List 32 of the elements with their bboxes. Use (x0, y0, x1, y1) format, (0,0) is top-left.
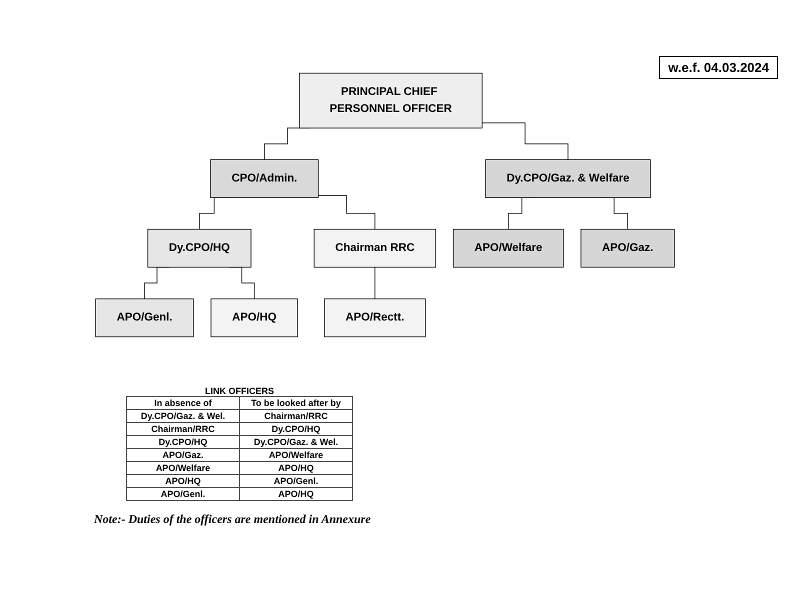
connector (482, 122, 568, 160)
column-header: To be looked after by (240, 396, 352, 410)
table-cell: APO/HQ (240, 462, 352, 474)
table-cell: APO/HQ (240, 488, 352, 500)
connector (318, 195, 376, 230)
node-box: Chairman RRC (314, 228, 436, 268)
node-box: Dy.CPO/Gaz. & Welfare (485, 159, 651, 198)
date-label: w.e.f. 04.03.2024 (659, 56, 778, 79)
table-cell: Dy.CPO/Gaz. & Wel. (126, 410, 240, 422)
node-box: PRINCIPAL CHIEF PERSONNEL OFFICER (299, 72, 482, 128)
table-cell: Dy.CPO/HQ (240, 422, 352, 436)
node-box: Dy.CPO/HQ (147, 228, 252, 268)
table-cell: APO/HQ (126, 474, 240, 488)
table-title: LINK OFFICERS (204, 386, 275, 396)
node-box: APO/Welfare (452, 228, 564, 268)
table-cell: APO/Welfare (240, 448, 352, 462)
table-cell: Dy.CPO/HQ (126, 436, 240, 448)
node-box: APO/Gaz. (580, 228, 675, 268)
node-box: APO/Genl. (95, 298, 194, 338)
table-cell: Dy.CPO/Gaz. & Wel. (240, 436, 352, 448)
table-cell: APO/Genl. (126, 488, 240, 500)
node-box: APO/Rectt. (324, 298, 426, 338)
table-cell: Chairman/RRC (240, 410, 352, 422)
connector (374, 266, 376, 300)
table-cell: APO/Gaz. (126, 448, 240, 462)
column-header: In absence of (126, 396, 240, 410)
note-text: Note:- Duties of the officers are mentioned in Annexure (94, 512, 371, 527)
node-box: CPO/Admin. (210, 159, 319, 198)
table-cell: APO/Welfare (126, 462, 240, 474)
table-cell: Chairman/RRC (126, 422, 240, 436)
node-box: APO/HQ (210, 298, 298, 338)
table-cell: APO/Genl. (240, 474, 352, 488)
